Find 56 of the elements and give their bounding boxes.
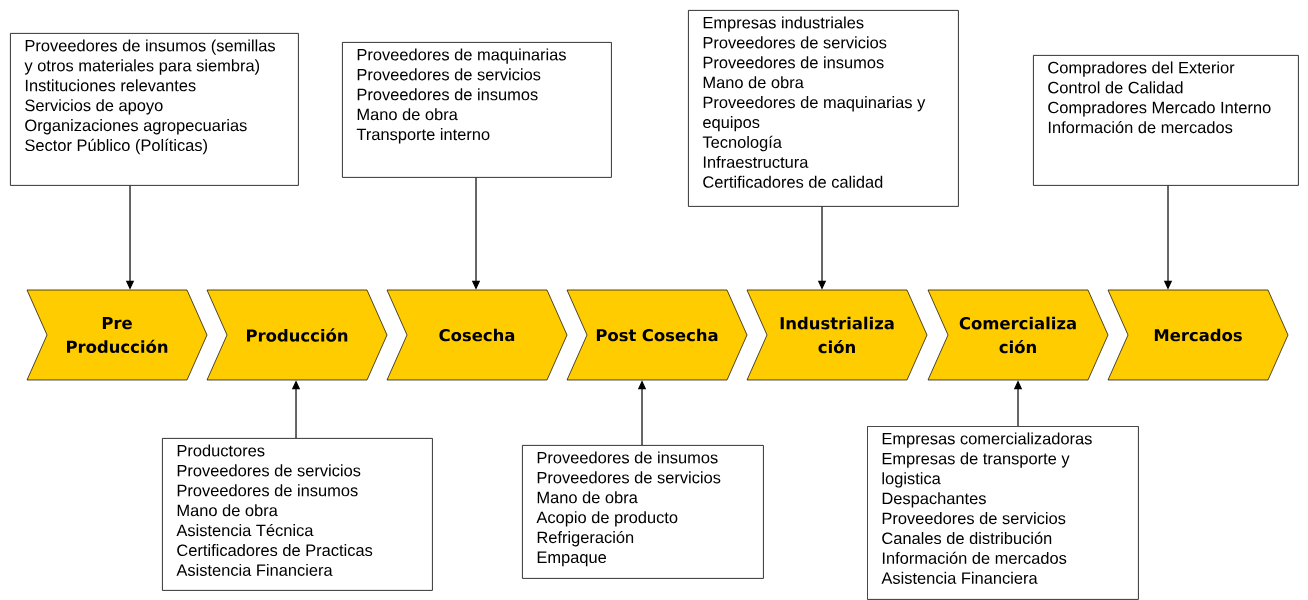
list-item: Proveedores de servicios — [177, 464, 361, 477]
text-box — [688, 10, 959, 207]
list-item: Asistencia Financiera — [176, 563, 333, 576]
list-item: Certificadores de calidad — [703, 175, 883, 188]
list-item: Servicios de apoyo — [25, 99, 163, 115]
text-box — [162, 438, 433, 591]
list-item: Proveedores de insumos (semillas y otros materiales para siembra) — [24, 39, 275, 75]
list-item: Tecnología — [702, 135, 782, 152]
list-item: Despachantes — [882, 492, 986, 508]
list-item: Sector Público (Políticas) — [25, 138, 207, 155]
list-item: Mano de obra — [537, 491, 638, 504]
list-item: Instituciones relevantes — [25, 79, 196, 92]
list-item: Compradores del Exterior — [1048, 61, 1235, 77]
list-item: Certificadores de Practicas — [177, 544, 373, 557]
stage-box: Post Cosecha — [566, 289, 748, 381]
list-item: Acopio de producto — [536, 511, 678, 527]
list-item: Mano de obra — [703, 76, 804, 89]
list-item: Proveedores de insumos — [703, 56, 884, 69]
stage-box: Mercados — [1107, 289, 1289, 381]
list-item: Empresas de transporte y logistica — [882, 452, 1070, 488]
list-item: Proveedores de insumos — [357, 88, 538, 101]
stage-box: Cosecha — [386, 289, 568, 381]
stage-box: Pre Producción — [26, 289, 208, 381]
text-box — [522, 445, 764, 579]
list-item: Control de Calidad — [1048, 81, 1183, 94]
stage-box: Producción — [206, 289, 388, 381]
list-item: Proveedores de servicios — [882, 512, 1066, 525]
text-box — [867, 426, 1139, 600]
list-item: Información de mercados — [882, 551, 1067, 564]
list-item: Refrigeración — [537, 530, 634, 547]
list-item: Proveedores de maquinarias y equipos — [703, 96, 926, 132]
list-item: Proveedores de servicios — [537, 471, 721, 484]
list-item: Infraestructura — [703, 155, 809, 168]
text-box — [342, 42, 612, 178]
list-item: Compradores Mercado Interno — [1048, 101, 1271, 117]
list-item: Proveedores de maquinarias — [357, 48, 566, 64]
text-box — [1033, 55, 1299, 186]
list-item: Mano de obra — [177, 504, 278, 517]
list-item: Asistencia Técnica — [176, 523, 314, 537]
list-item: Proveedores de servicios — [357, 68, 541, 81]
stage-box: Industrializa ción — [746, 289, 928, 381]
list-item: Transporte interno — [356, 128, 490, 144]
list-item: Información de mercados — [1048, 120, 1233, 134]
stage-box: Comercializa ción — [927, 289, 1109, 381]
list-item: Empaque — [537, 551, 607, 567]
list-item: Empresas industriales — [703, 16, 864, 32]
list-item: Canales de distribución — [882, 531, 1052, 545]
list-item: Organizaciones agropecuarias — [25, 119, 247, 135]
text-box — [10, 33, 299, 186]
list-item: Mano de obra — [357, 108, 458, 121]
list-item: Productores — [177, 444, 265, 457]
list-item: Proveedores de insumos — [537, 451, 718, 464]
list-item: Proveedores de insumos — [177, 484, 358, 497]
list-item: Empresas comercializadoras — [882, 432, 1092, 448]
list-item: Asistencia Financiera — [881, 571, 1038, 584]
list-item: Proveedores de servicios — [703, 36, 887, 49]
